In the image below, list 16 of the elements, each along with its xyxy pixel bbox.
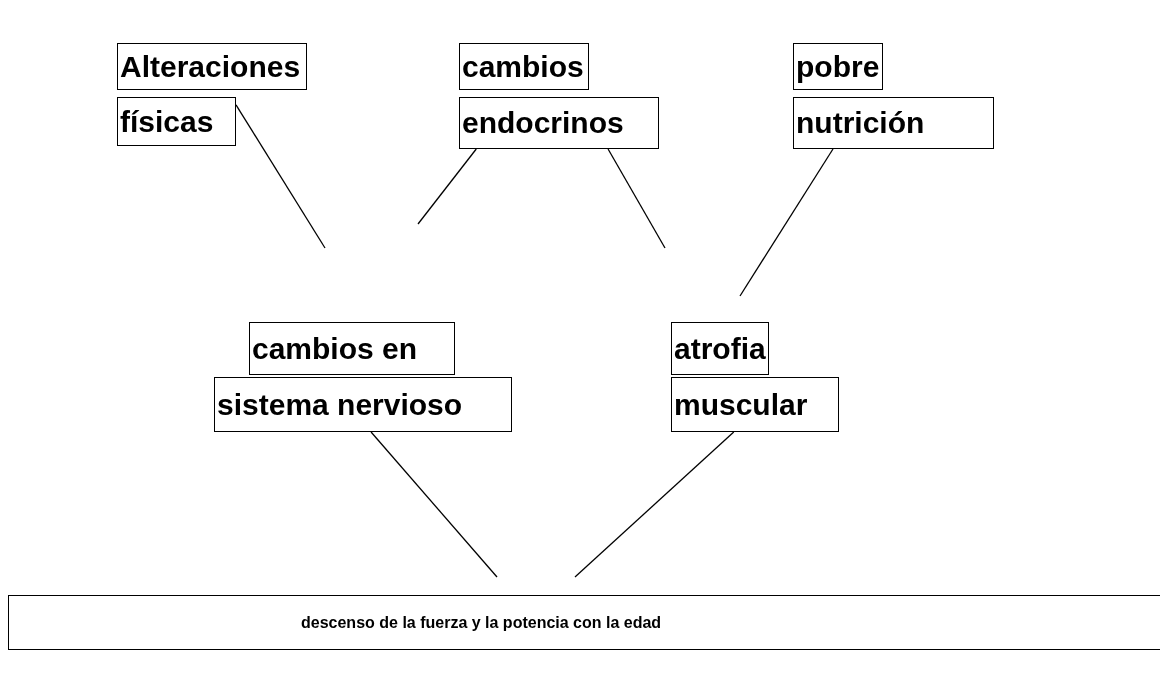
text-box: descenso de la fuerza y la potencia con la edad — [8, 595, 1160, 650]
text-box: cambios en — [249, 322, 455, 375]
connector-line — [607, 148, 666, 249]
text-box: endocrinos — [459, 97, 659, 149]
text-box: muscular — [671, 377, 839, 432]
connector-line — [739, 148, 834, 297]
connector-line — [417, 148, 477, 225]
text-box: Alteraciones — [117, 43, 307, 90]
text-box: nutrición — [793, 97, 994, 149]
text-box: sistema nervioso — [214, 377, 512, 432]
text-box: pobre — [793, 43, 883, 90]
connector-line — [370, 431, 498, 578]
text-box: atrofia — [671, 322, 769, 375]
text-box: físicas — [117, 97, 236, 146]
connector-line — [574, 431, 735, 578]
text-box: cambios — [459, 43, 589, 90]
